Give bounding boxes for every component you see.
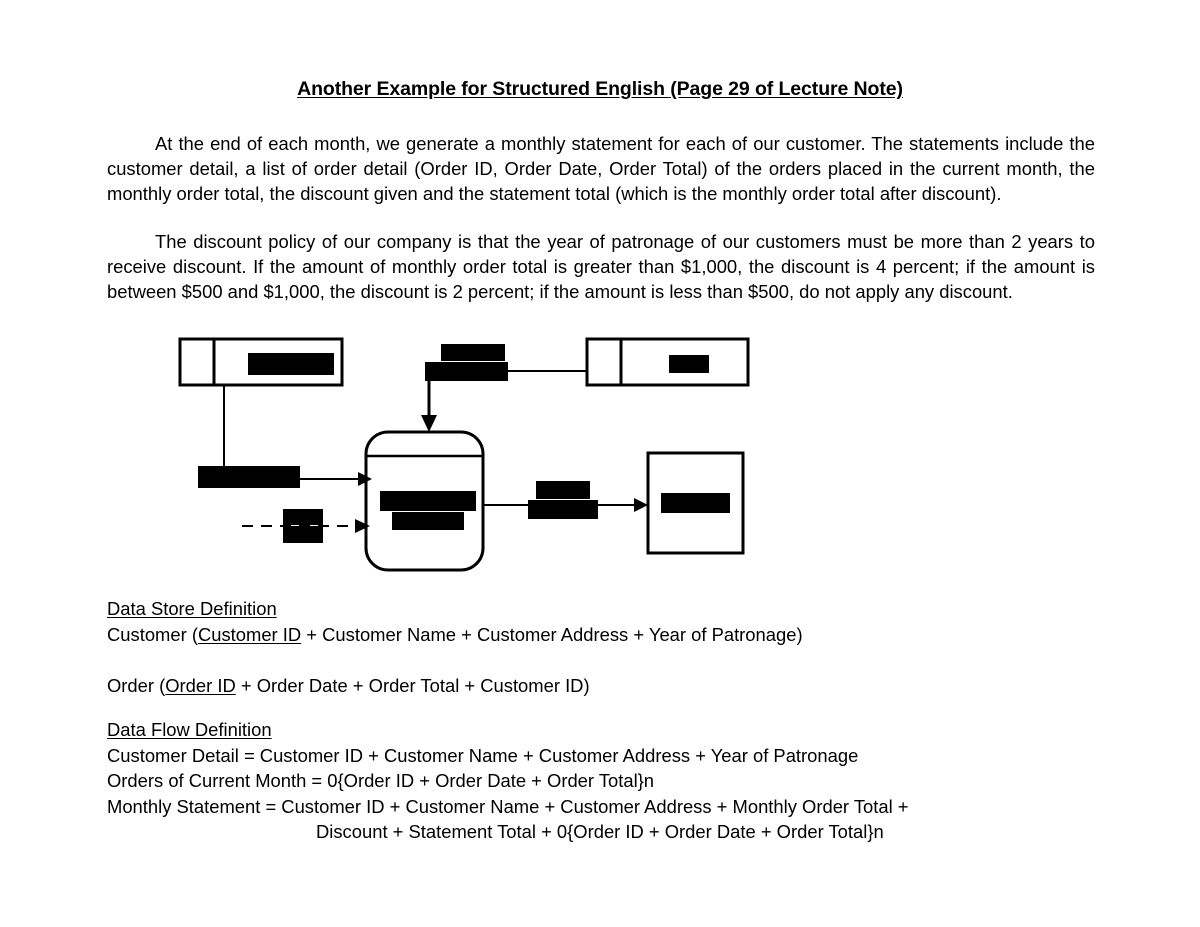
flow-process-to-entity — [483, 481, 648, 519]
data-store-entry-order-prefix: Order ( — [107, 674, 166, 696]
flow-store-left-to-process — [198, 385, 372, 488]
paragraph-discount-policy: The discount policy of our company is th… — [107, 231, 1095, 302]
page-title: Another Example for Structured English (… — [0, 78, 1200, 101]
arrowhead-down-into-process — [421, 415, 437, 432]
data-store-entry-customer-prefix: Customer ( — [107, 623, 198, 645]
datastore-right — [585, 337, 750, 387]
flow-top-into-process — [421, 344, 587, 432]
arrowhead-into-process-upper — [358, 472, 372, 486]
datastore-left-label-redaction — [248, 353, 334, 375]
data-store-spacer — [107, 647, 1107, 673]
datastore-right-label-redaction — [669, 355, 709, 373]
page-title-text: Another Example for Structured English (… — [297, 78, 903, 100]
discount-policy-paragraph-block: The discount policy of our company is th… — [107, 230, 1095, 304]
data-flow-definition-heading: Data Flow Definition — [107, 719, 272, 740]
data-store-entry-customer-suffix: + Customer Name + Customer Address + Yea… — [301, 623, 803, 645]
data-store-definition-section: Data Store Definition Customer (Customer… — [107, 596, 1107, 698]
flow-top-label-redaction-line-1 — [441, 344, 505, 361]
entity-right — [646, 451, 745, 555]
data-flow-line-monthly-statement-continued: Discount + Statement Total + 0{Order ID … — [316, 821, 884, 843]
data-store-entry-customer-key: Customer ID — [197, 623, 302, 645]
flow-dashed-label-redaction-line-1 — [283, 509, 323, 525]
paragraph-statement-overview: At the end of each month, we generate a … — [107, 133, 1095, 204]
arrowhead-into-process-lower — [355, 519, 370, 533]
process-center — [364, 430, 485, 572]
entity-right-label-redaction — [661, 493, 730, 513]
flow-dashed-label-redaction-line-2 — [283, 526, 323, 543]
process-label-redaction-line-2 — [392, 512, 464, 530]
data-store-entry-customer: Customer (Customer ID + Customer Name + … — [107, 622, 1107, 648]
flow-statement-label-redaction-line-2 — [528, 500, 598, 519]
intro-paragraph-block: At the end of each month, we generate a … — [107, 132, 1095, 206]
data-store-entry-order-suffix: + Order Date + Order Total + Customer ID… — [235, 674, 590, 696]
flow-statement-label-redaction-line-1 — [536, 481, 590, 499]
flow-customer-detail-label-redaction — [198, 466, 300, 488]
process-label-redaction-line-1 — [380, 491, 476, 511]
data-store-definition-heading: Data Store Definition — [107, 598, 277, 619]
flow-top-label-redaction-line-2 — [425, 362, 508, 381]
data-flow-line-monthly-statement: Monthly Statement = Customer ID + Custom… — [107, 795, 909, 817]
data-store-entry-order-key: Order ID — [165, 674, 236, 696]
datastore-left — [178, 337, 344, 387]
data-flow-definition-section: Data Flow Definition Customer Detail = C… — [107, 717, 1107, 845]
data-flow-line-customer-detail: Customer Detail = Customer ID + Customer… — [107, 744, 859, 766]
flow-dashed-to-process — [242, 509, 370, 543]
data-flow-line-orders-of-current-month: Orders of Current Month = 0{Order ID + O… — [107, 770, 655, 792]
data-store-entry-order: Order (Order ID + Order Date + Order Tot… — [107, 673, 1107, 699]
arrowhead-into-entity — [634, 498, 648, 512]
